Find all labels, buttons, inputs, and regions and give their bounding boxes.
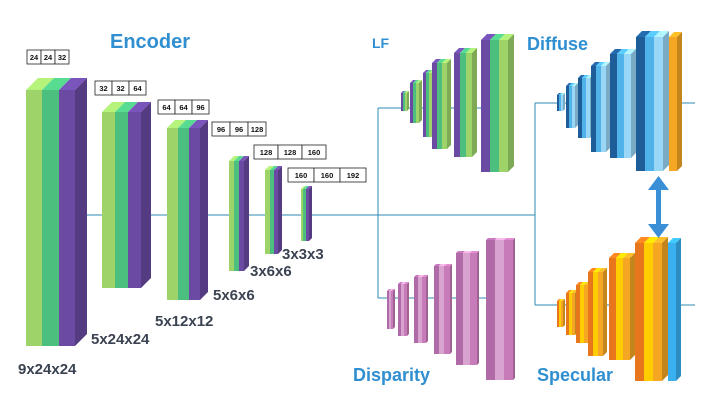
disparity-block xyxy=(398,282,409,336)
diffuse-block xyxy=(566,83,578,128)
encoder-dims-6: 3x3x3 xyxy=(282,246,324,263)
diffuse-block xyxy=(636,31,669,171)
channel-box xyxy=(339,167,367,183)
disparity-block xyxy=(387,289,395,329)
diffuse-output-block xyxy=(669,32,682,171)
labels: Encoder LF Diffuse Disparity Specular 9x… xyxy=(18,31,613,385)
channel-label: 24 xyxy=(30,53,39,62)
diffuse-block xyxy=(591,62,610,152)
channel-label: 160 xyxy=(321,171,334,180)
channel-label: 64 xyxy=(162,103,171,112)
channel-label: 96 xyxy=(235,125,243,134)
encoder-dims-2: 5x24x24 xyxy=(91,331,150,348)
channel-box xyxy=(128,80,147,96)
encoder-dims-3: 5x12x12 xyxy=(155,313,213,330)
encoder-block xyxy=(167,120,208,300)
diffuse-block xyxy=(578,75,593,138)
specular-block xyxy=(557,299,565,327)
channel-box xyxy=(247,121,267,137)
channel-box-group: 64 64 96 xyxy=(157,99,210,115)
arrow-head-down xyxy=(648,224,669,238)
diffuse-title: Diffuse xyxy=(527,34,588,54)
channel-label: 192 xyxy=(347,171,360,180)
specular-output-block xyxy=(668,238,681,381)
channel-box xyxy=(301,144,327,160)
diffuse-block xyxy=(610,49,636,158)
channel-label: 160 xyxy=(308,148,321,157)
channel-label: 32 xyxy=(99,84,107,93)
disparity-block xyxy=(486,238,515,380)
specular-title: Specular xyxy=(537,365,613,385)
disparity-block xyxy=(456,251,479,365)
double-arrow-icon xyxy=(648,176,669,238)
lf-block xyxy=(401,91,409,111)
channel-label: 128 xyxy=(284,148,297,157)
channel-box-group: 96 96 128 xyxy=(211,121,267,137)
disparity-title: Disparity xyxy=(353,365,430,385)
specular-block xyxy=(588,268,607,356)
disparity-block xyxy=(434,264,452,354)
channel-box-group: 160 160 192 xyxy=(287,167,367,183)
encoder-dims-4: 5x6x6 xyxy=(213,287,255,304)
encoder-dims-1: 9x24x24 xyxy=(18,361,77,378)
channel-label: 64 xyxy=(133,84,142,93)
lf-block xyxy=(454,48,477,157)
channel-label: 96 xyxy=(196,103,204,112)
channel-label: 64 xyxy=(179,103,188,112)
disparity-block xyxy=(414,275,428,343)
layer-blocks xyxy=(26,31,682,381)
encoder-block xyxy=(265,166,282,254)
channel-label: 96 xyxy=(217,125,225,134)
encoder-block xyxy=(301,186,312,241)
channel-label: 32 xyxy=(116,84,124,93)
specular-block xyxy=(635,237,668,381)
encoder-title: Encoder xyxy=(110,31,190,53)
encoder-block xyxy=(102,102,151,288)
lf-block xyxy=(410,80,422,123)
channel-box-group: 24 24 32 xyxy=(26,49,70,65)
channel-box xyxy=(54,49,70,65)
channel-label: 32 xyxy=(58,53,66,62)
arrow-head-up xyxy=(648,176,669,190)
channel-label: 24 xyxy=(44,53,53,62)
diffuse-block xyxy=(557,93,565,111)
lf-title: LF xyxy=(372,35,390,51)
channel-box-group: 32 32 64 xyxy=(94,80,147,96)
channel-box-group: 128 128 160 xyxy=(253,144,327,160)
arrow-shaft xyxy=(656,190,661,224)
specular-block xyxy=(609,253,635,360)
channel-label: 160 xyxy=(295,171,308,180)
encoder-block xyxy=(26,78,87,346)
lf-block xyxy=(481,34,514,172)
lf-block xyxy=(432,59,451,149)
encoder-dims-5: 3x6x6 xyxy=(250,263,292,280)
channel-label: 128 xyxy=(251,125,264,134)
channel-box xyxy=(191,99,210,115)
channel-label: 128 xyxy=(260,148,273,157)
encoder-block xyxy=(229,156,249,271)
